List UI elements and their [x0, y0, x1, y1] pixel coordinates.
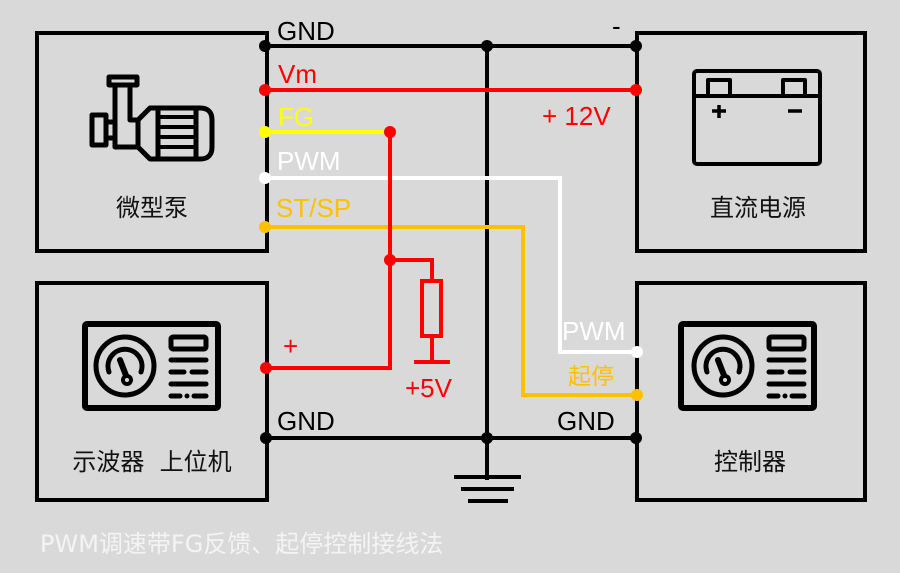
meter-panel-icon-scope: [82, 321, 221, 411]
pump-label: 微型泵: [116, 194, 188, 222]
junction-fg-red: [384, 126, 396, 138]
junction-gnd-controller: [630, 432, 642, 444]
label-power-plus: + 12V: [542, 101, 611, 131]
label-gnd-scope: GND: [277, 406, 335, 436]
controller-label: 控制器: [714, 448, 786, 476]
meter-panel-icon-controller: [678, 321, 817, 411]
pwm-wire: [265, 176, 637, 354]
junction-gnd-pump: [259, 40, 271, 52]
label-controller-pwm: PWM: [562, 316, 626, 346]
junction-pwm-controller: [631, 346, 643, 358]
label-gnd-controller: GND: [557, 406, 615, 436]
earth-ground-icon: [454, 475, 521, 503]
pullup-wire: [390, 258, 434, 282]
pullup-resistor-icon: [420, 279, 443, 338]
junction-scope-plus: [260, 362, 272, 374]
label-controller-start-stop: 起停: [568, 364, 614, 390]
junction-gnd-scope: [260, 432, 272, 444]
label-gnd-top: GND: [277, 16, 335, 46]
fg-signal-wire: [265, 132, 392, 370]
junction-gnd-bus-bottom: [481, 432, 493, 444]
scope-box: [35, 281, 269, 502]
label-fg: FG: [278, 102, 314, 132]
label-pwm: PWM: [277, 146, 341, 176]
power-supply-label: 直流电源: [710, 194, 806, 222]
junction-vm-power: [630, 84, 642, 96]
label-st-sp: ST/SP: [276, 193, 351, 223]
battery-icon: [692, 69, 822, 166]
label-scope-plus: +: [283, 331, 298, 361]
junction-pwm-pump: [259, 172, 271, 184]
scope-label: 示波器 上位机: [72, 448, 231, 476]
junction-fg-pump: [259, 126, 271, 138]
junction-vm-pump: [259, 84, 271, 96]
junction-pullup: [384, 254, 396, 266]
junction-gnd-power: [630, 40, 642, 52]
label-pullup-voltage: +5V: [405, 373, 453, 403]
st-sp-wire: [265, 225, 637, 397]
junction-st-controller: [631, 389, 643, 401]
pump-box: [35, 31, 269, 253]
junction-gnd-bus-top: [481, 40, 493, 52]
junction-st-pump: [259, 221, 271, 233]
label-vm: Vm: [278, 59, 317, 89]
power-supply-box: [635, 31, 867, 253]
label-power-minus: -: [612, 11, 621, 41]
diagram-caption: PWM调速带FG反馈、起停控制接线法: [40, 530, 444, 558]
pump-motor-icon: [89, 74, 215, 162]
